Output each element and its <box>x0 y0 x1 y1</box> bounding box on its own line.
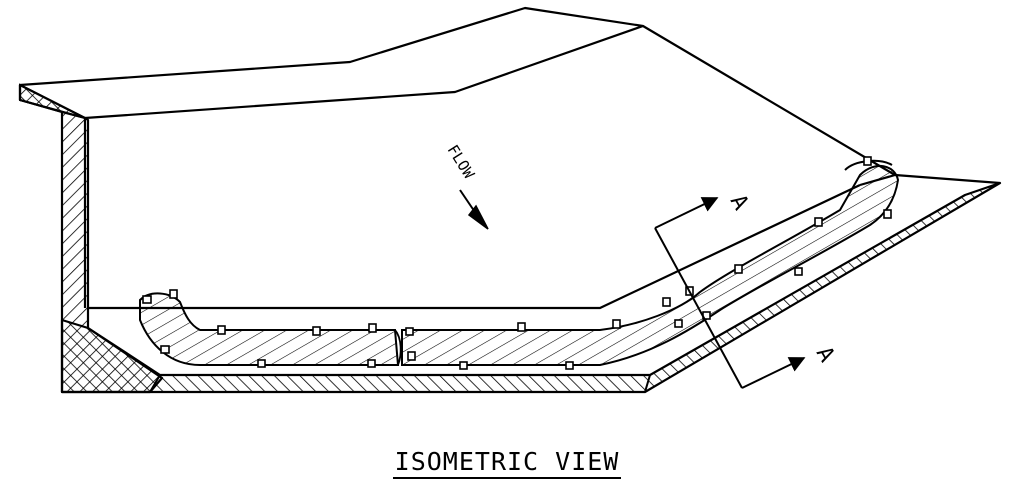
section-cut-line <box>654 227 743 389</box>
section-arrow-top <box>654 197 719 229</box>
section-arrow-bottom <box>741 357 806 389</box>
section-label-top: A <box>725 191 753 215</box>
bottom-slab <box>60 181 1002 394</box>
flow-arrow-icon <box>459 189 489 230</box>
log-structure <box>139 159 900 366</box>
view-title: ISOMETRIC VIEW <box>392 447 622 479</box>
anchor-clips <box>142 156 892 370</box>
flow-label: FLOW <box>444 142 479 183</box>
view-caption: ISOMETRIC VIEW <box>0 447 1014 479</box>
section-label-bottom: A <box>811 343 839 367</box>
